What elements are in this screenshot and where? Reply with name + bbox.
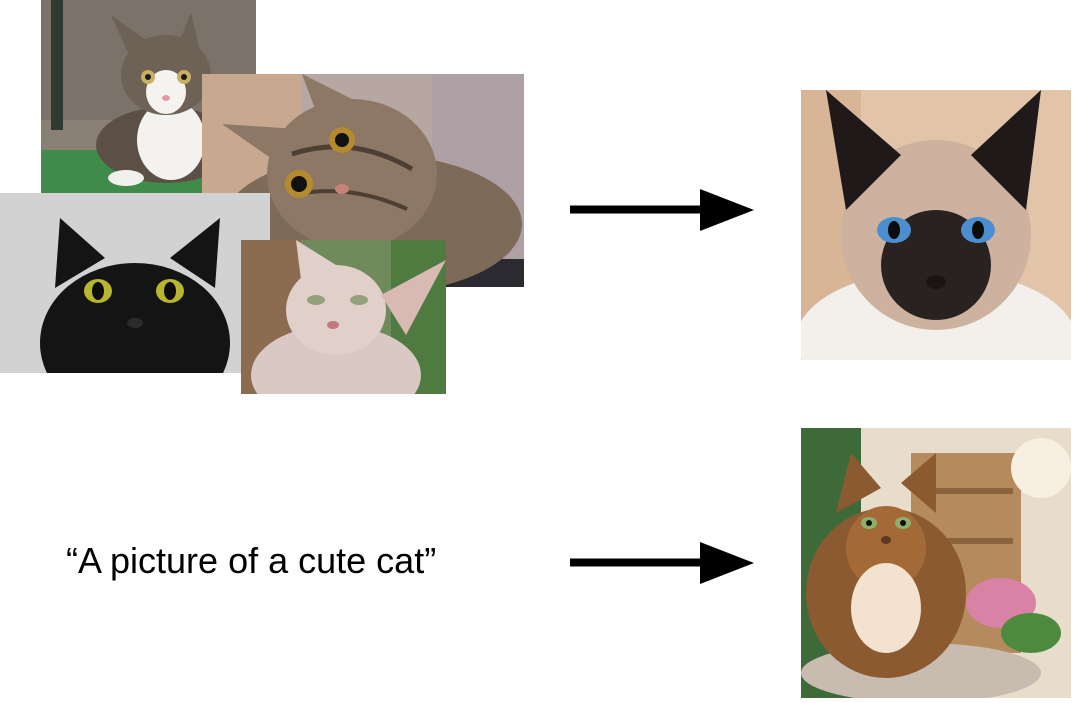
black-cat-photo	[0, 193, 270, 373]
arrow-right-icon	[570, 542, 754, 584]
arrow-right-icon	[570, 189, 754, 231]
text-prompt-label: “A picture of a cute cat”	[66, 540, 437, 581]
sphynx-cat-photo	[241, 240, 446, 394]
fluffy-cat-generated-photo	[801, 428, 1071, 698]
siamese-cat-generated-photo	[801, 90, 1071, 360]
